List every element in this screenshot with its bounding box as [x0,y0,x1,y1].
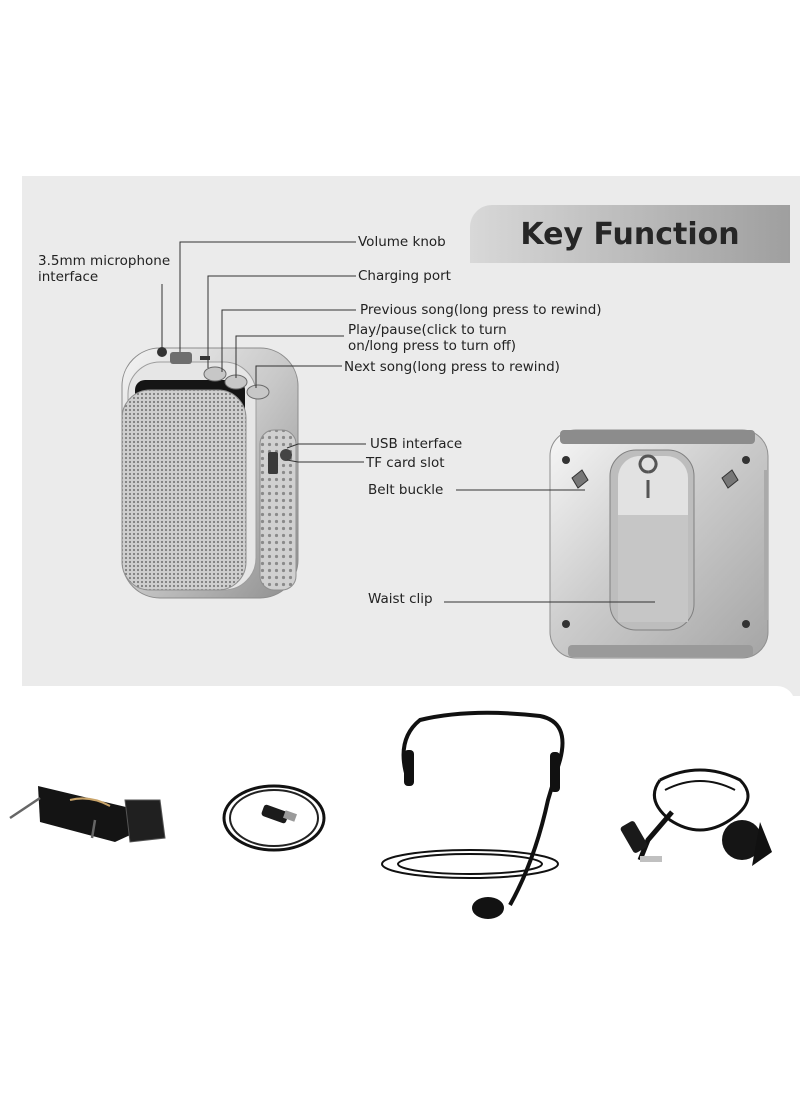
key-function-banner: Key Function [470,205,790,263]
banner-title: Key Function [520,216,740,252]
usb-interface-label: USB interface [370,436,463,452]
volume-knob-label: Volume knob [358,234,446,250]
lavalier-microphone-icon [620,768,772,866]
play-pause-label: Play/pause(click to turn on/long press t… [348,322,516,354]
speaker-back-icon [549,429,769,659]
speaker-front-icon: 88 [121,347,299,599]
mic-interface-label: 3.5mm microphone interface [38,253,171,285]
usb-cable-icon [222,784,326,852]
strap-icon [9,786,166,843]
headset-microphone-icon [381,710,565,919]
previous-song-label: Previous song(long press to rewind) [360,302,602,318]
next-song-label: Next song(long press to rewind) [344,359,560,375]
waist-clip-label: Waist clip [368,591,433,607]
charging-port-label: Charging port [358,268,451,284]
tf-card-slot-label: TF card slot [366,455,445,471]
callout-lines [161,241,655,603]
belt-buckle-label: Belt buckle [368,482,444,498]
